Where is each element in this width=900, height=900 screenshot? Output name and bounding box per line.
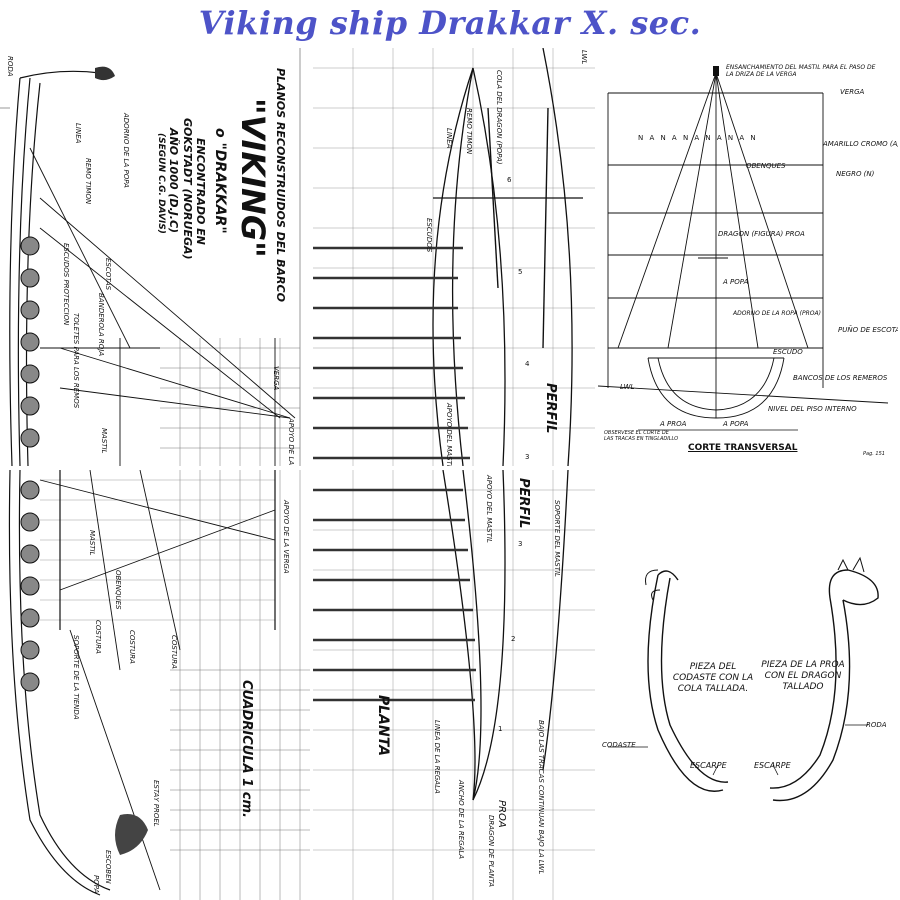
label-toletes: TOLETES PARA LOS REMOS [72,313,80,409]
label-a-popa-2: A POPA [723,420,749,428]
station-3b: 3 [518,540,523,548]
station-1: 1 [498,725,503,733]
label-remo-timon-2: REMO TIMON [465,108,473,155]
station-2: 2 [511,635,516,643]
piece-left-text: PIEZA DEL CODASTE CON LA COLA TALLADA. [668,662,758,695]
heading-line-4: ENCONTRADO EN [194,138,207,245]
heading-line-2: "VIKING" [234,98,272,258]
pieces-drawing [608,556,879,802]
label-soporte: SOPORTE DE LA TIENDA [72,635,80,720]
section-page-no: Pag. 151 [863,451,885,457]
label-linea-2: LINEA [445,128,453,149]
station-5: 5 [518,268,523,276]
label-ensanchamiento-text: ENSANCHAMIENTO DEL MASTIL PARA EL PASO D… [726,64,876,78]
label-negro: NEGRO (N) [836,170,875,178]
label-remo-timon: REMO TIMON [84,158,92,205]
label-costura-3: COSTURA [170,635,178,669]
label-obenques-2: OBENQUES [746,162,786,170]
planta-title: PLANTA [375,695,391,757]
perfil-title-2: PERFIL [516,478,531,529]
label-banderola: BANDEROLA ROJA [97,293,105,357]
label-linea-regala: LINEA DE LA REGALA [433,720,441,794]
label-a-popa: A POPA [723,278,749,286]
page-title: Viking ship Drakkar X. sec. [198,4,702,42]
heading-line-6: AÑO 1000 (D.J.C) [167,128,180,234]
label-dragon: DRAGON (FIGURA) PROA [718,230,805,238]
sheet-bottom-left: MASTIL APOYO DE LA VERGA OBENQUES COSTUR… [0,470,310,900]
sail-letters: N A N A N A N A N A N [638,134,758,142]
label-proa: PROA [496,800,507,828]
label-lwl-2: LWL [620,383,635,391]
label-cola-dragon: COLA DEL DRAGON (POPA) [495,70,503,165]
sheet-bottom-middle: PERFIL PLANTA PROA APOYO DEL MASTIL LINE… [313,470,595,900]
label-nivel: NIVEL DEL PISO INTERNO [768,405,857,413]
label-roda: RODA [6,56,14,77]
label-cuadricula: CUADRICULA 1 cm. [239,680,254,818]
label-mastil-2: MASTIL [88,530,96,556]
section-drawing [598,66,889,431]
label-adorno-ropa: ADORNO DE LA ROPA (PROA) [733,310,821,317]
label-obenques: OBENQUES [114,570,122,610]
sheet-top-middle: PERFIL COLA DEL DRAGON (POPA) REMO TIMON… [313,48,595,466]
heading-line-3: o "DRAKKAR" [212,128,228,234]
label-escudos: ESCUDOS PROTECCION [62,243,70,326]
label-escoben: ESCOBEN [104,850,112,884]
label-escudos-2: ESCUDOS [425,218,433,253]
label-observese: OBSERVESE EL CORTE DE LAS TRACAS EN TING… [604,430,679,442]
label-apoyo: APOYO DE LA VERGA [287,418,295,466]
label-apoyo-verga: APOYO DE LA VERGA [282,500,290,574]
label-dragon-planta: DRAGON DE PLANTA [487,815,495,888]
label-bajo-tracas: BAJO LAS TRACAS CONTINUAN BAJO LA LWL [537,720,545,875]
label-mastil: MASTIL [100,428,108,454]
label-verga-2: VERGA [840,88,865,96]
station-6: 6 [507,176,512,184]
perfil-title-1: PERFIL [543,383,558,434]
label-verga: VERGA [272,366,280,391]
station-3: 3 [525,453,530,461]
section-heading: CORTE TRANSVERSAL [688,443,798,453]
label-roda-piece: RODA [866,721,887,729]
label-bancos: BANCOS DE LOS REMEROS [793,374,888,382]
label-escotas: ESCOTAS [104,258,112,291]
piece-right-text-span: PIEZA DE LA PROA CON EL DRAGON TALLADO [761,660,845,692]
label-estay: ESTAY PROEL [152,780,160,827]
label-codaste: CODASTE [602,741,636,749]
label-adorno-popa: ADORNO DE LA POPA [122,113,130,188]
label-popa: POPA [92,875,100,894]
station-4: 4 [525,360,530,368]
label-costura-2: COSTURA [128,630,136,664]
label-observese-text: OBSERVESE EL CORTE DE LAS TRACAS EN TING… [604,430,679,442]
label-escarpe-2: ESCARPE [754,761,791,770]
label-escarpe-1: ESCARPE [690,761,727,770]
label-escudo: ESCUDO [773,348,803,356]
perfil-drawing [313,48,595,466]
label-apoyo-mastil: APOYO DEL MASTIL [445,403,453,466]
heading-line-1: PLANOS RECONSTRUIDOS DEL BARCO [274,68,287,302]
sheet-cross-section: CORTE TRANSVERSAL Pag. 151 ENSANCHAMIENT… [598,48,898,466]
label-soporte-mastil: SOPORTE DEL MASTIL [553,500,561,577]
label-lwl: LWL [580,50,588,65]
label-linea: LINEA [74,123,82,144]
grid-drawing-2 [8,470,310,900]
grid-drawing [0,48,301,466]
label-costura-1: COSTURA [94,620,102,654]
label-amarillo: AMARILLO CROMO (A) [823,140,898,148]
piece-right-text: PIEZA DE LA PROA CON EL DRAGON TALLADO [758,660,848,693]
label-ancho-regala: ANCHO DE LA REGALA [457,780,465,860]
heading-line-7: (SEGUN C.G. DAVIS) [156,133,166,234]
sheet-pieces: PIEZA DEL CODASTE CON LA COLA TALLADA. P… [598,470,898,900]
sheet-top-left: PLANOS RECONSTRUIDOS DEL BARCO "VIKING" … [0,48,310,466]
label-a-proa: A PROA [660,420,687,428]
planta-drawing [313,470,595,900]
heading-line-5: GOKSTADT (NORUEGA) [181,118,194,260]
label-puno-escota: PUÑO DE ESCOTA [838,326,898,334]
label-ensanchamiento: ENSANCHAMIENTO DEL MASTIL PARA EL PASO D… [726,64,876,78]
label-apoyo-mastil-2: APOYO DEL MASTIL [485,475,493,543]
piece-left-text-span: PIEZA DEL CODASTE CON LA COLA TALLADA. [672,662,754,694]
